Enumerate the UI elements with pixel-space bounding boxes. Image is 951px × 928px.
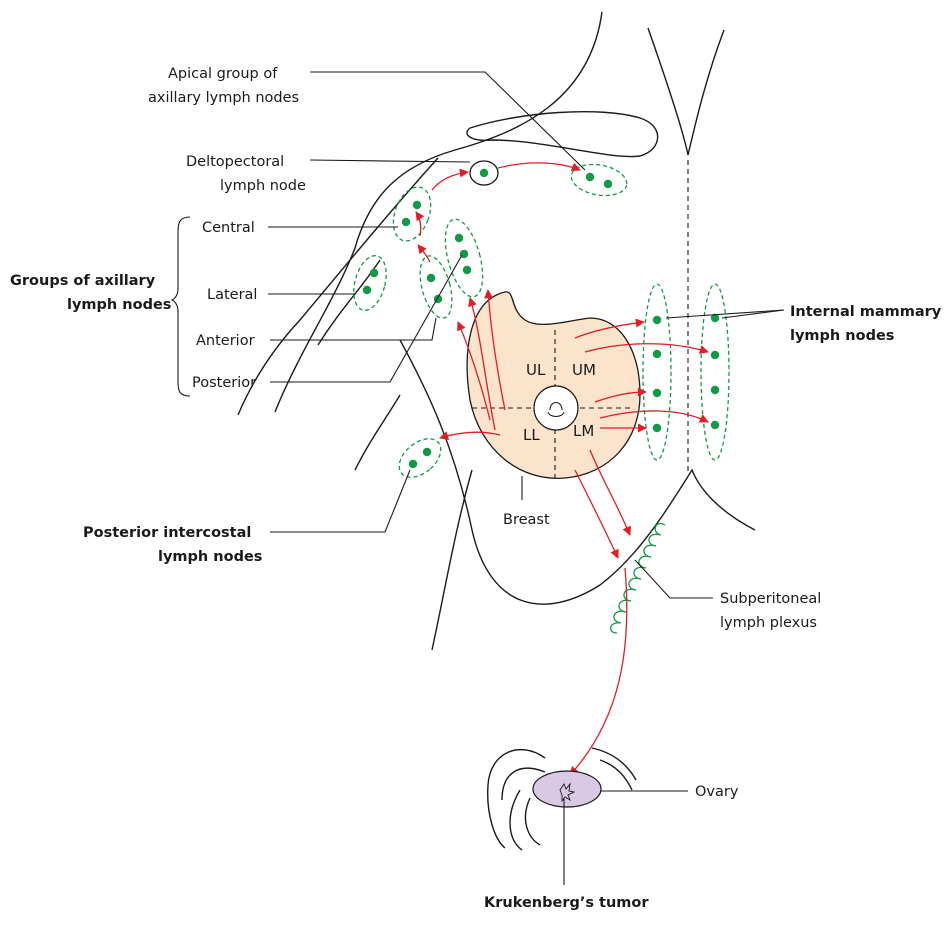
quadrant-ll: LL	[523, 426, 540, 444]
leader-lines	[268, 72, 784, 885]
posterior-node-group	[414, 252, 458, 321]
quadrant-ul: UL	[526, 361, 546, 379]
anterior-label: Anterior	[196, 333, 255, 349]
axillary-groups-label-2: lymph nodes	[67, 297, 171, 313]
quadrant-um: UM	[572, 361, 596, 379]
apical-label-2: axillary lymph nodes	[148, 90, 299, 106]
internal-mammary-label-2: lymph nodes	[790, 328, 894, 344]
posterior-label: Posterior	[192, 375, 256, 391]
breast	[467, 292, 640, 478]
apical-node-group	[569, 160, 629, 199]
internal-mammary-outer-chain	[701, 284, 729, 460]
lateral-node-group	[348, 252, 391, 314]
lateral-label: Lateral	[207, 287, 257, 303]
quadrant-lm: LM	[573, 422, 594, 440]
subperitoneal-label-2: lymph plexus	[720, 615, 817, 631]
anterior-node-group	[438, 215, 490, 301]
apical-label: Apical group of	[168, 66, 278, 82]
ovary-label: Ovary	[695, 784, 739, 800]
central-node-group	[386, 182, 437, 246]
posterior-intercostal-label-2: lymph nodes	[158, 549, 262, 565]
ovary	[488, 748, 636, 850]
subperitoneal-label: Subperitoneal	[720, 591, 821, 607]
deltopectoral-label-2: lymph node	[220, 178, 306, 194]
subperitoneal-plexus	[611, 524, 665, 633]
breast-label: Breast	[503, 512, 550, 528]
deltopectoral-node	[470, 161, 498, 185]
krukenberg-label: Krukenberg’s tumor	[484, 895, 649, 911]
deltopectoral-label: Deltopectoral	[186, 154, 284, 170]
central-label: Central	[202, 220, 255, 236]
axillary-groups-label: Groups of axillary	[10, 273, 156, 289]
posterior-intercostal-label: Posterior intercostal	[83, 525, 251, 541]
posterior-intercostal-node-group	[392, 431, 448, 485]
internal-mammary-inner-chain	[643, 284, 671, 460]
axillary-groups-brace	[172, 217, 190, 396]
internal-mammary-label: Internal mammary	[790, 304, 942, 320]
